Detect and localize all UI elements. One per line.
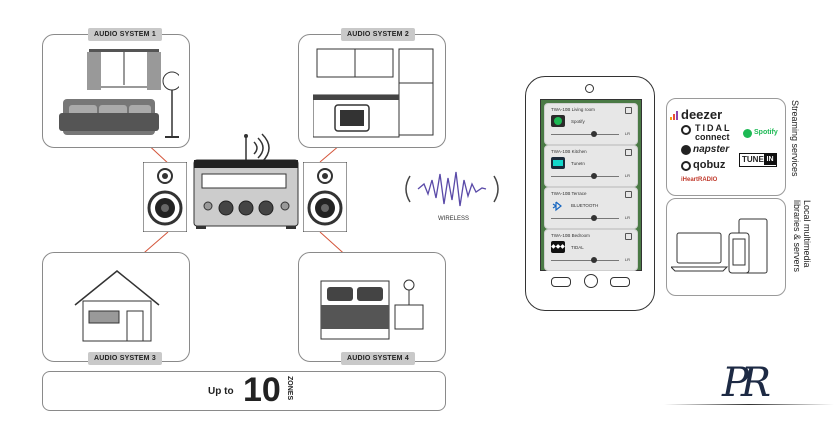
- volume-knob[interactable]: [591, 131, 597, 137]
- bedroom-icon: [320, 279, 424, 340]
- audio-system-3-panel: [42, 252, 190, 362]
- volume-slider[interactable]: [551, 260, 619, 261]
- audio-system-2-label: AUDIO SYSTEM 2: [341, 28, 415, 41]
- deezer-logo: deezer: [681, 107, 723, 122]
- tidal-connect-icon: [681, 125, 691, 135]
- audio-system-2-panel: [298, 34, 446, 148]
- zone-lr: LR: [624, 131, 630, 136]
- zone-card[interactable]: TWA-10B Kitchen TuneIn LR: [544, 145, 638, 187]
- zones-suffix: ZONES: [286, 376, 293, 401]
- zone-menu-icon[interactable]: [625, 191, 632, 198]
- tunein-icon: [551, 157, 565, 169]
- tunein-logo: TUNE IN: [739, 153, 777, 167]
- spotify-logo: Spotify: [754, 129, 778, 136]
- streaming-services-title: Streaming services: [790, 100, 800, 177]
- tidal-logo: TIDAL: [695, 123, 732, 133]
- zone-menu-icon[interactable]: [625, 107, 632, 114]
- spotify-logo-icon: [743, 129, 752, 138]
- wireless-wave-icon: [405, 171, 499, 207]
- tunein-in-text: IN: [764, 154, 776, 165]
- volume-knob[interactable]: [591, 215, 597, 221]
- volume-knob[interactable]: [591, 257, 597, 263]
- tidal-connect-logo: connect: [695, 132, 730, 142]
- wireless-label: WIRELESS: [438, 216, 470, 222]
- back-button[interactable]: [551, 277, 571, 287]
- right-speaker-icon: [303, 162, 347, 232]
- zones-prefix: Up to: [208, 386, 234, 397]
- local-multimedia-title-line2: libraries & servers: [792, 200, 802, 273]
- tidal-icon: ◆◆◆: [551, 241, 565, 253]
- house-icon: [74, 270, 160, 342]
- iheartradio-logo: iHeartRADIO: [681, 177, 718, 183]
- deezer-bars-icon: [670, 111, 679, 120]
- bluetooth-icon: [551, 199, 565, 212]
- zone-menu-icon[interactable]: [625, 149, 632, 156]
- zone-card[interactable]: TWA-10B Terrace BLUETOOTH LR: [544, 187, 638, 229]
- zone-source: TuneIn: [571, 161, 585, 166]
- audio-system-1-panel: [42, 34, 190, 148]
- napster-icon: [681, 145, 691, 155]
- zones-number: 10: [243, 371, 281, 409]
- pr-logo: PR: [722, 360, 771, 406]
- zone-title: TWA-10B Terrace: [551, 191, 587, 196]
- qobuz-logo: qobuz: [693, 159, 726, 171]
- audio-system-3-label: AUDIO SYSTEM 3: [88, 352, 162, 365]
- zone-lr: LR: [624, 215, 630, 220]
- volume-knob[interactable]: [591, 173, 597, 179]
- zone-lr: LR: [624, 257, 630, 262]
- zone-source: BLUETOOTH: [571, 203, 599, 208]
- audio-system-4-label: AUDIO SYSTEM 4: [341, 352, 415, 365]
- local-multimedia-panel: [666, 198, 786, 296]
- streaming-services-panel: deezer TIDAL connect Spotify napster TUN…: [666, 98, 786, 196]
- zone-card[interactable]: TWA-10B Bedroom ◆◆◆ TIDAL LR: [544, 229, 638, 271]
- zone-lr: LR: [624, 173, 630, 178]
- audio-system-1-label: AUDIO SYSTEM 1: [88, 28, 162, 41]
- zone-source: Spotify: [571, 119, 585, 124]
- zones-bar: Up to 10 ZONES: [42, 371, 446, 411]
- qobuz-icon: [681, 161, 691, 171]
- volume-slider[interactable]: [551, 176, 619, 177]
- zone-menu-icon[interactable]: [625, 233, 632, 240]
- tunein-text: TUNE: [742, 155, 764, 164]
- left-speaker-icon: [143, 162, 187, 232]
- devices-icon: [671, 218, 768, 274]
- kitchen-icon: [313, 48, 434, 138]
- napster-logo: napster: [693, 144, 730, 155]
- zone-title: TWA-10B Bedroom: [551, 233, 590, 238]
- local-multimedia-title-line1: Local multimedia: [802, 200, 812, 268]
- volume-slider[interactable]: [551, 134, 619, 135]
- logo-underline: [664, 404, 834, 405]
- menu-button[interactable]: [610, 277, 630, 287]
- zone-title: TWA-10B Living room: [551, 107, 595, 112]
- audio-system-4-panel: [298, 252, 446, 362]
- zone-source: TIDAL: [571, 245, 584, 250]
- living-room-icon: [59, 49, 179, 138]
- home-button[interactable]: [584, 274, 598, 288]
- volume-slider[interactable]: [551, 218, 619, 219]
- spotify-icon: [551, 115, 565, 127]
- amplifier-icon: [193, 133, 299, 229]
- zone-card[interactable]: TWA-10B Living room Spotify LR: [544, 103, 638, 145]
- zone-title: TWA-10B Kitchen: [551, 149, 587, 154]
- camera-icon: [585, 84, 594, 93]
